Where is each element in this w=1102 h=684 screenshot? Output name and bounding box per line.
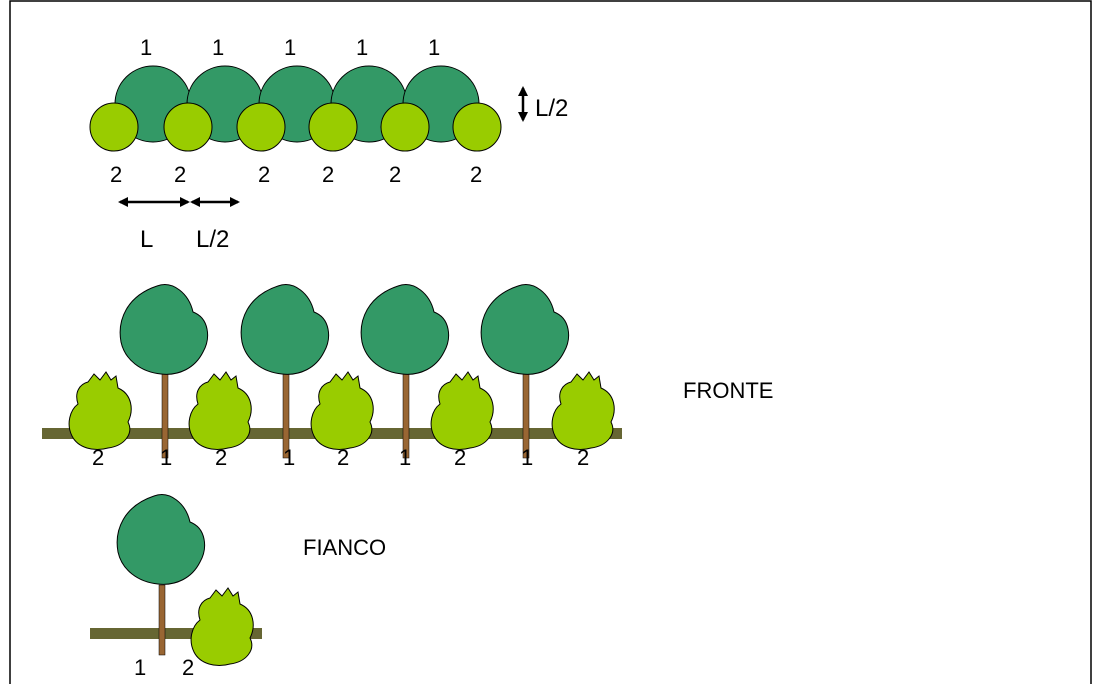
- plan-small-tree: [452, 102, 502, 152]
- plan-small-tree: [236, 102, 286, 152]
- plan-small-tree-label: 2: [322, 162, 334, 187]
- plan-small-tree-label: 2: [258, 162, 270, 187]
- side-large-tree-crown: [116, 494, 206, 585]
- plan-small-tree-label: 2: [174, 162, 186, 187]
- side-small-tree: [190, 587, 254, 666]
- plan-small-tree-label: 2: [389, 162, 401, 187]
- plan-small-tree-label: 2: [110, 162, 122, 187]
- front-large-tree-crown: [360, 284, 450, 375]
- plan-large-tree-label: 1: [140, 35, 152, 60]
- front-ground-label: 2: [454, 445, 466, 470]
- spacing-label: L: [140, 226, 153, 253]
- front-ground-label: 2: [215, 445, 227, 470]
- front-view-title: FRONTE: [683, 378, 773, 403]
- front-small-tree: [68, 371, 132, 450]
- plan-small-tree: [380, 102, 430, 152]
- side-large-tree-trunk: [158, 584, 166, 656]
- side-view-title: FIANCO: [303, 535, 386, 560]
- side-ground-label: 1: [134, 655, 146, 680]
- front-ground-label: 1: [521, 445, 533, 470]
- side-ground-label: 2: [182, 655, 194, 680]
- front-ground-label: 2: [337, 445, 349, 470]
- plan-large-tree-label: 1: [212, 35, 224, 60]
- half-spacing-label: L/2: [196, 226, 229, 253]
- front-view: 2 1 2 1 2 1 2 1 2 FRONTE: [42, 284, 773, 470]
- diagram-border: [9, 0, 1092, 684]
- front-large-tree-crown: [119, 284, 209, 375]
- plan-large-tree-label: 1: [428, 35, 440, 60]
- side-ground: [90, 628, 262, 639]
- front-ground-label: 2: [92, 445, 104, 470]
- side-view: 1 2 FIANCO: [90, 494, 386, 680]
- plan-large-tree-label: 1: [356, 35, 368, 60]
- front-ground-label: 1: [399, 445, 411, 470]
- front-small-tree: [188, 371, 252, 450]
- front-ground-label: 1: [283, 445, 295, 470]
- plan-small-tree-label: 2: [470, 162, 482, 187]
- front-small-tree: [310, 371, 374, 450]
- plan-large-tree-label: 1: [284, 35, 296, 60]
- front-ground-label: 1: [160, 445, 172, 470]
- front-small-tree: [551, 371, 615, 450]
- height-label: L/2: [535, 95, 568, 122]
- front-large-tree-crown: [480, 284, 570, 375]
- plan-small-tree: [163, 102, 213, 152]
- front-large-tree-crown: [240, 284, 330, 375]
- front-small-tree: [430, 371, 494, 450]
- front-ground-label: 2: [577, 445, 589, 470]
- plan-view: 1 1 1 1 1 2 2 2 2 2 2 L/2 L L/2: [89, 35, 568, 253]
- plan-small-tree: [89, 102, 139, 152]
- plan-small-tree: [308, 102, 358, 152]
